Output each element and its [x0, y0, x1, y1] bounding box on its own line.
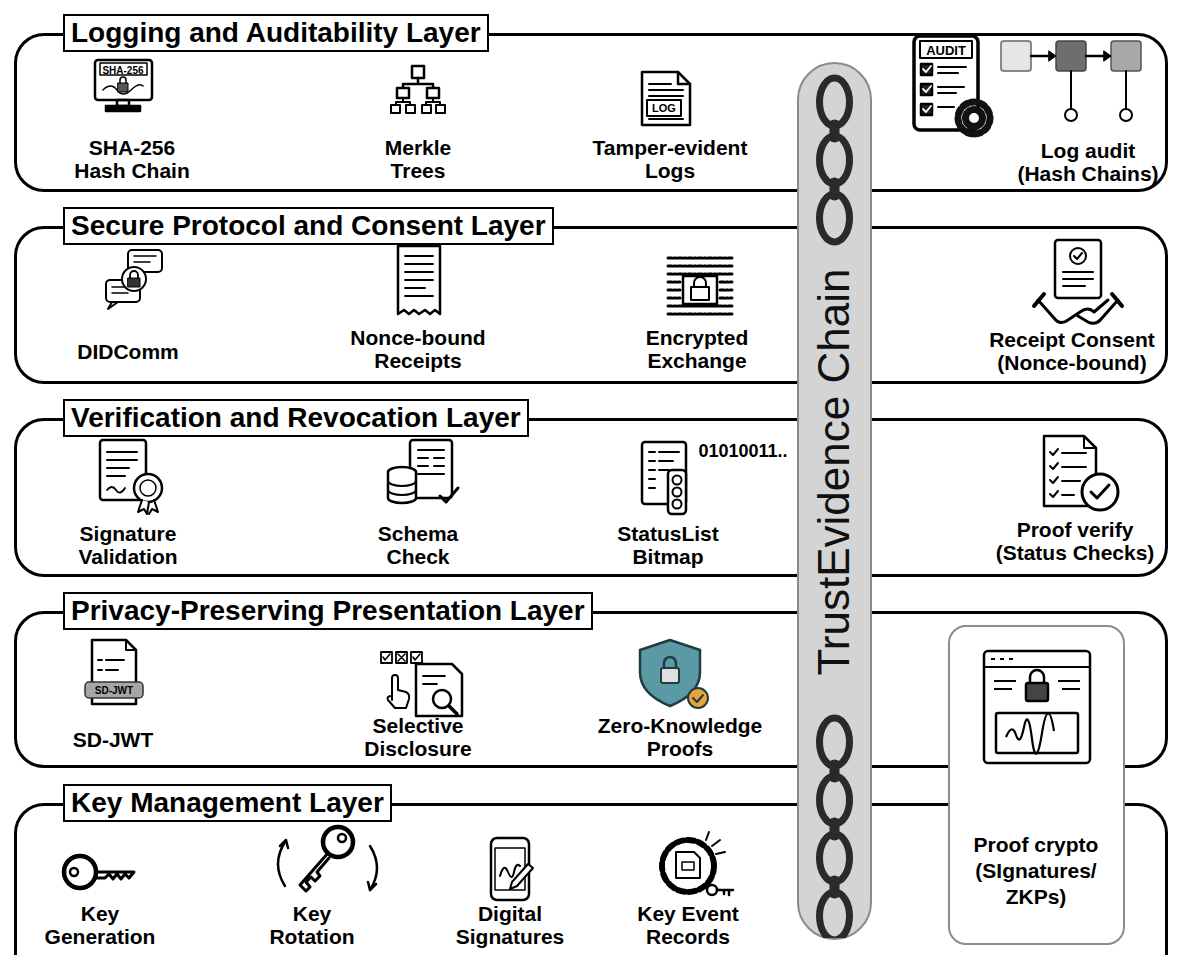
item-label: Selective Disclosure: [348, 714, 488, 760]
item-label: SHA-256 Hash Chain: [62, 136, 202, 182]
item-label: Key Event Records: [623, 902, 753, 948]
certificate-icon: [100, 440, 162, 514]
sd-jwt-document-icon: [85, 640, 143, 704]
item-label: StatusList Bitmap: [598, 522, 738, 568]
item-label: Digital Signatures: [443, 902, 578, 948]
didcomm-icon: [106, 250, 162, 309]
receipt-icon: [398, 246, 440, 314]
zkp-shield-icon: [640, 640, 708, 708]
merkle-icon: [391, 66, 445, 113]
log-document-icon: [642, 72, 690, 125]
trust-chain-pill: TrustEvidence Chain: [797, 62, 872, 940]
item-label: DIDComm: [63, 340, 193, 363]
item-label: SD-JWT: [63, 728, 163, 751]
proof-crypto-box: Proof crypto (SIgnatures/ ZKPs): [948, 625, 1125, 945]
item-label: Nonce-bound Receipts: [333, 326, 503, 372]
item-label: Signature Validation: [58, 522, 198, 568]
layer-heading: Privacy-Preserving Presentation Layer: [63, 592, 593, 630]
hash-chain-icon: [1001, 41, 1141, 121]
item-label: Receipt Consent (Nonce-bound): [977, 328, 1167, 374]
layer-heading: Verification and Revocation Layer: [63, 399, 529, 437]
item-label: Proof verify (Status Checks): [983, 518, 1168, 564]
item-label: Key Rotation: [257, 902, 367, 948]
item-label: Tamper-evident Logs: [580, 136, 760, 182]
icon-text: 01010011..: [695, 440, 791, 462]
layer-band: Verification and Revocation Layer: [14, 418, 1168, 577]
item-label: Log audit (Hash Chains): [1011, 139, 1166, 185]
checklist-icon: [1044, 436, 1118, 510]
layer-heading: Key Management Layer: [63, 784, 392, 822]
selective-disclosure-icon: [381, 652, 462, 716]
item-label: Zero-Knowledge Proofs: [580, 714, 780, 760]
signing-phone-icon: [491, 838, 533, 900]
icon-text: SHA-256: [98, 64, 148, 78]
monitor-icon: [95, 60, 152, 111]
layer-heading: Logging and Auditability Layer: [63, 14, 489, 52]
schema-check-icon: [388, 440, 458, 503]
audit-clipboard-icon: [914, 36, 990, 134]
item-label: Encrypted Exchange: [622, 326, 772, 372]
icon-text: SD-JWT: [86, 684, 142, 698]
item-label: Key Generation: [35, 902, 165, 948]
item-label: Schema Check: [358, 522, 478, 568]
encrypted-block-icon: [668, 258, 732, 314]
layer-heading: Secure Protocol and Consent Layer: [63, 207, 554, 245]
icon-text: AUDIT: [919, 42, 973, 59]
layer-band: Secure Protocol and Consent Layer: [14, 226, 1168, 384]
chain-title: TrustEvidence Chain: [810, 269, 860, 676]
item-label: Merkle Trees: [368, 136, 468, 182]
key-event-icon: [662, 832, 733, 895]
key-icon: [64, 856, 134, 888]
key-rotation-icon: [278, 827, 377, 891]
status-list-icon: [642, 442, 686, 514]
consent-handshake-icon: [1034, 240, 1122, 323]
crypto-window-icon: [950, 627, 1122, 827]
proof-crypto-label: Proof crypto (SIgnatures/ ZKPs): [961, 832, 1111, 910]
icon-text: LOG: [648, 101, 680, 116]
